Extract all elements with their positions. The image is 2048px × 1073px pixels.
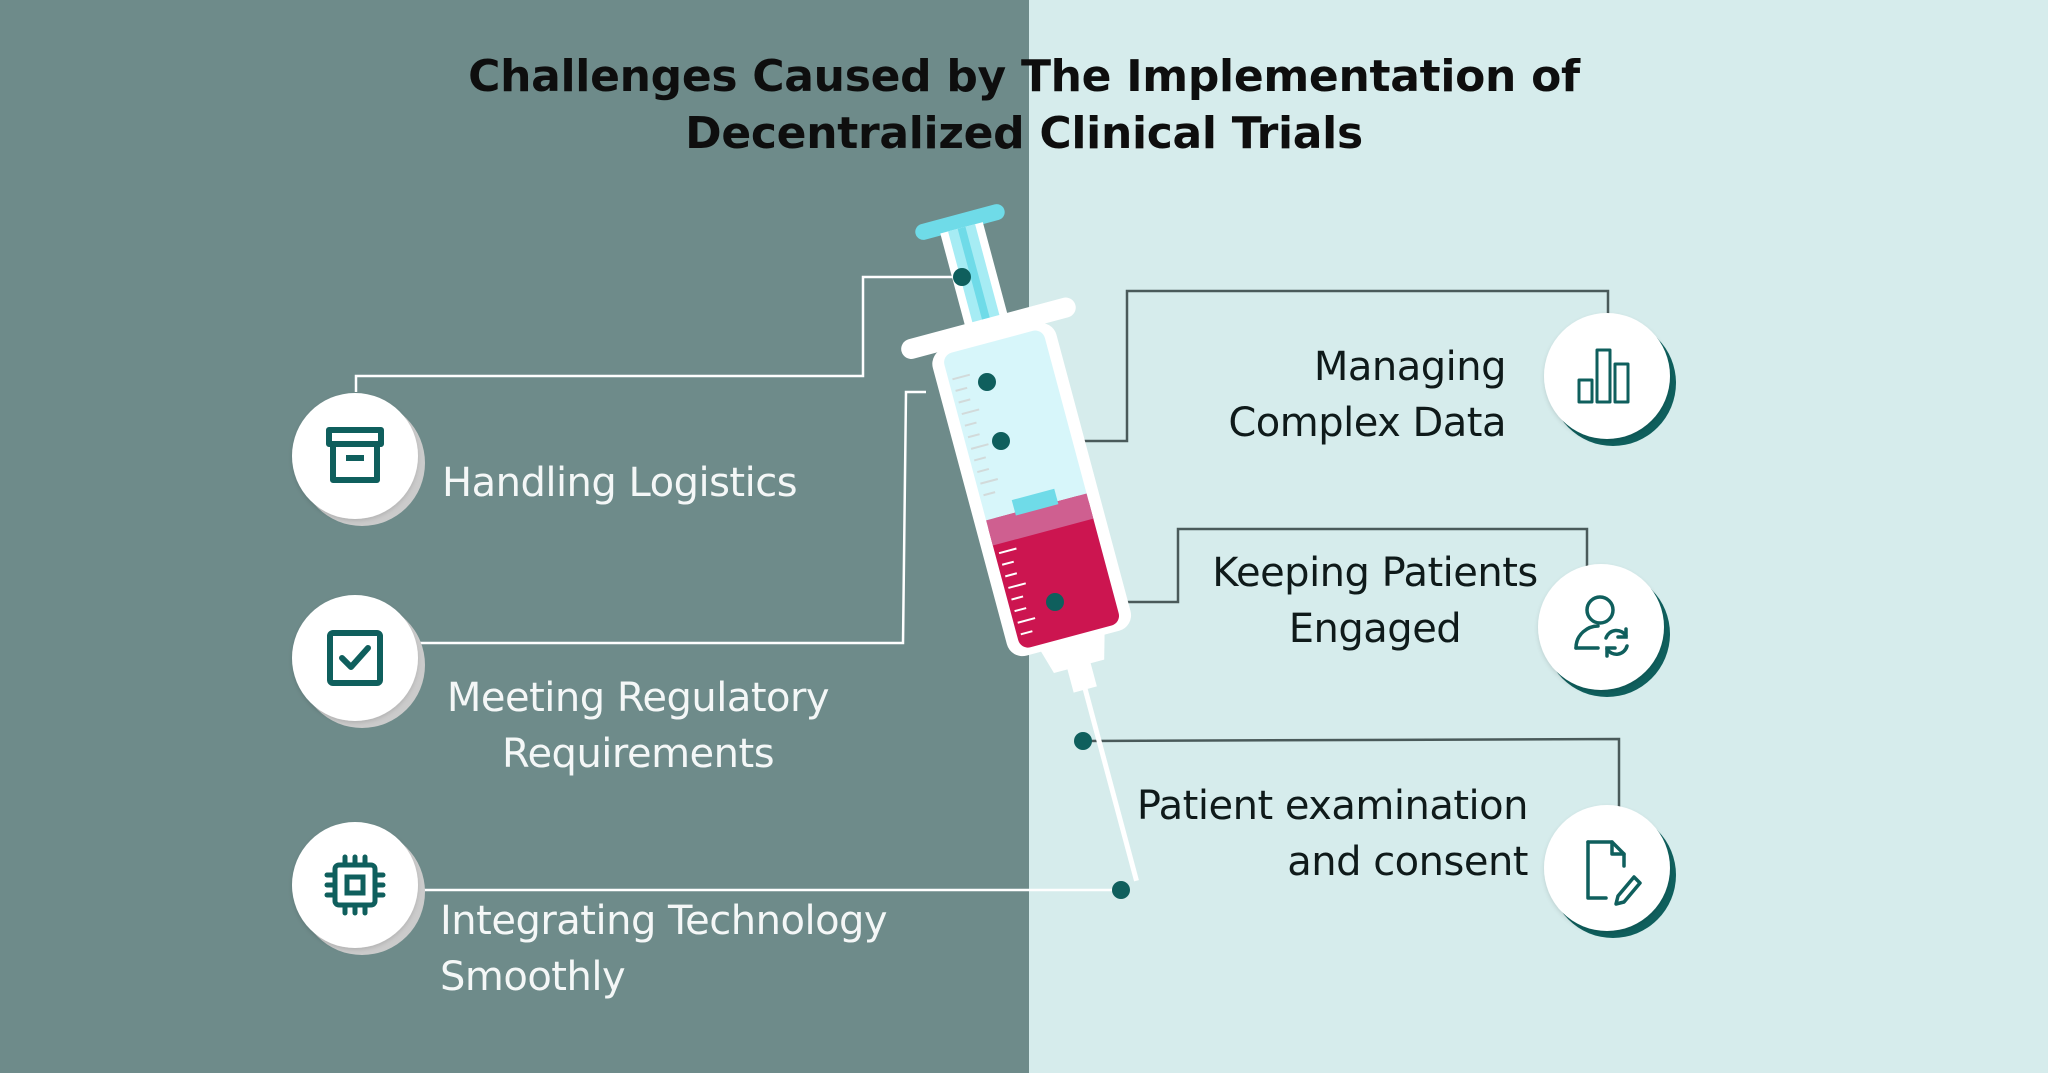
syringe xyxy=(901,204,1139,882)
label-handling-logistics: Handling Logistics xyxy=(442,455,798,511)
badge-keeping-patients xyxy=(1538,564,1670,697)
badge-handling-logistics xyxy=(292,393,425,526)
syringe-flange xyxy=(901,297,1076,359)
badge-managing-data xyxy=(1544,313,1676,446)
label-managing-data-line-1: Managing xyxy=(1313,344,1507,390)
dot-handling-logistics xyxy=(953,268,971,286)
badge-meeting-regulatory xyxy=(292,595,425,728)
connector-handling-logistics xyxy=(354,275,962,392)
checkbox-checked-icon xyxy=(327,630,383,686)
label-keeping-patients: Keeping Patients Engaged xyxy=(1175,545,1575,657)
syringe-needle xyxy=(1082,686,1139,882)
label-patient-examination: Patient examination and consent xyxy=(1048,778,1529,890)
label-meeting-regulatory-line-1: Meeting Regulatory xyxy=(446,675,830,721)
label-meeting-regulatory-line-2: Requirements xyxy=(501,731,775,777)
label-managing-data-line-2: Complex Data xyxy=(1228,400,1506,446)
user-sync-icon xyxy=(1574,595,1629,658)
dot-integrating-technology xyxy=(1112,881,1130,899)
label-keeping-patients-line-1: Keeping Patients xyxy=(1212,550,1538,596)
left-connector-lines xyxy=(354,275,1121,892)
right-panel-background xyxy=(1029,0,2048,1073)
syringe-graduations-blood xyxy=(998,547,1036,636)
label-meeting-regulatory: Meeting Regulatory Requirements xyxy=(438,670,838,782)
left-panel-background xyxy=(0,0,1029,1073)
label-integrating-technology-line-1: Integrating Technology xyxy=(440,898,888,944)
label-managing-data: Managing Complex Data xyxy=(1106,339,1506,451)
syringe-graduations xyxy=(952,373,999,497)
label-patient-examination-line-1: Patient examination xyxy=(1136,783,1529,829)
badge-patient-examination xyxy=(1544,805,1676,938)
title-line-1: Challenges Caused by The Implementation … xyxy=(468,51,1580,102)
badge-integrating-technology xyxy=(292,822,425,955)
dot-keeping-patients xyxy=(1046,593,1064,611)
label-patient-examination-line-2: and consent xyxy=(1287,839,1528,885)
title-line-2: Decentralized Clinical Trials xyxy=(685,108,1363,159)
dot-managing-data xyxy=(992,432,1010,450)
connector-patient-examination xyxy=(1082,737,1621,810)
label-handling-logistics-text: Handling Logistics xyxy=(442,460,798,506)
connector-meeting-regulatory xyxy=(410,390,926,645)
label-integrating-technology-line-2: Smoothly xyxy=(440,954,626,1000)
right-connector-lines xyxy=(1001,289,1621,810)
document-edit-icon xyxy=(1586,840,1642,906)
connector-keeping-patients xyxy=(1055,527,1589,604)
connector-managing-data xyxy=(1001,289,1610,443)
label-integrating-technology: Integrating Technology Smoothly xyxy=(440,893,888,1005)
archive-box-icon xyxy=(326,427,384,483)
bar-chart-icon xyxy=(1577,348,1630,404)
syringe-plunger-cap xyxy=(915,204,1005,240)
cpu-chip-icon xyxy=(324,854,386,916)
connection-dots xyxy=(953,268,1130,899)
dot-patient-examination xyxy=(1074,732,1092,750)
infographic-title: Challenges Caused by The Implementation … xyxy=(0,48,2048,162)
label-keeping-patients-line-2: Engaged xyxy=(1288,606,1462,652)
dot-meeting-regulatory xyxy=(978,373,996,391)
